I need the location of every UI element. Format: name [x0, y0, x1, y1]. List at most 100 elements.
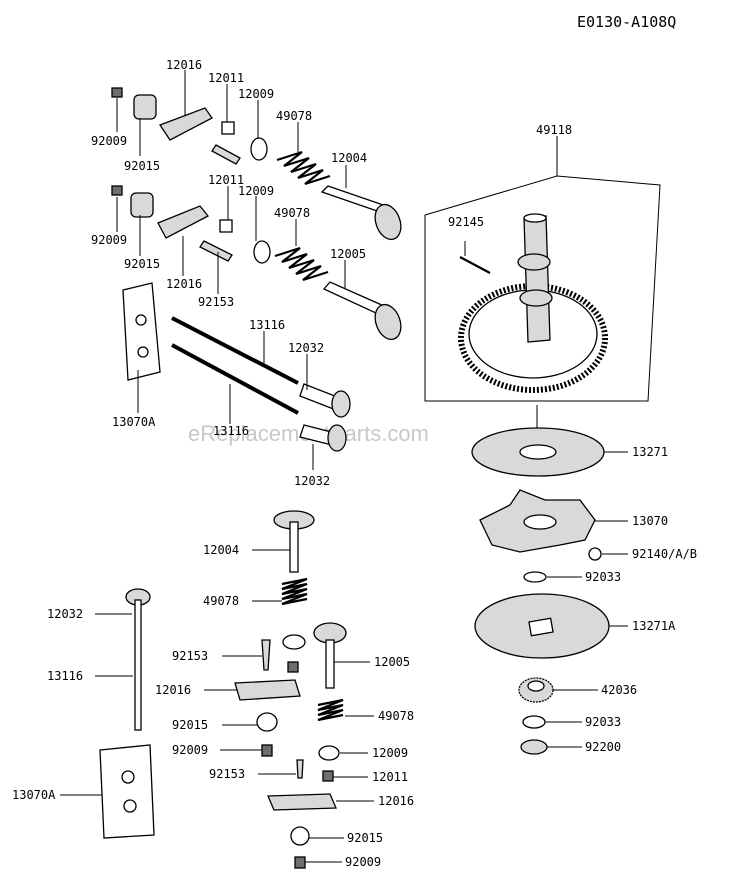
callout-92200: 92200: [585, 740, 621, 754]
callout-92009: 92009: [345, 855, 381, 869]
spring-49078-a: [276, 150, 331, 186]
ball-92140: [588, 547, 602, 561]
retainer-12009-d: [318, 745, 340, 761]
camshaft-group: [424, 136, 661, 440]
upper-leaders: [116, 70, 347, 470]
callout-12016: 12016: [166, 58, 202, 72]
plug-92009-b: [111, 185, 123, 196]
callout-12016: 12016: [155, 683, 191, 697]
ring-92033-a: [523, 571, 547, 583]
stud-92153-a: [211, 144, 241, 165]
callout-12009: 12009: [238, 184, 274, 198]
callout-92153: 92153: [172, 649, 208, 663]
plug-92009-c: [261, 744, 273, 757]
callout-92153: 92153: [209, 767, 245, 781]
cam-lobe: [517, 253, 551, 271]
callout-49078: 49078: [378, 709, 414, 723]
adjuster-92015-a: [133, 94, 157, 120]
callout-92009: 92009: [91, 134, 127, 148]
pin-92145: [459, 256, 491, 274]
callout-92153: 92153: [198, 295, 234, 309]
retainer-12009-b: [253, 240, 271, 264]
adjuster-92015-c: [256, 712, 278, 732]
camshaft-end: [523, 213, 547, 223]
push-rod-13116-c: [134, 599, 142, 731]
callout-12009: 12009: [238, 87, 274, 101]
adjuster-92015-d: [290, 826, 310, 846]
callout-49078: 49078: [276, 109, 312, 123]
callout-42036: 42036: [601, 683, 637, 697]
valve-head-12005: [374, 303, 402, 341]
cap-12011-a: [221, 121, 235, 135]
plate-hole: [519, 444, 557, 460]
bracket-13070A-b: [99, 744, 155, 839]
callout-13070A: 13070A: [12, 788, 56, 802]
retainer-12009-c: [282, 634, 306, 650]
bracket-hole: [121, 770, 135, 784]
callout-12005: 12005: [330, 247, 366, 261]
lower-valve-train: [99, 510, 347, 869]
callout-92015: 92015: [172, 718, 208, 732]
callout-13116: 13116: [47, 669, 83, 683]
callout-92015: 92015: [124, 257, 160, 271]
rocker-12016-a: [159, 107, 213, 141]
governor-hub: [523, 514, 557, 530]
callout-13116: 13116: [249, 318, 285, 332]
push-rod-13116-a: [171, 316, 299, 385]
cam-lobe: [519, 289, 553, 307]
bracket-hole: [135, 314, 147, 326]
callout-92009: 92009: [91, 233, 127, 247]
cap-12011-c: [287, 661, 299, 673]
callout-12032: 12032: [294, 474, 330, 488]
push-rod-13116-b: [171, 343, 299, 415]
callout-49078: 49078: [274, 206, 310, 220]
callout-49078: 49078: [203, 594, 239, 608]
diagram-code: E0130-A108Q: [577, 13, 676, 31]
callout-12009: 12009: [372, 746, 408, 760]
callout-92009: 92009: [172, 743, 208, 757]
callout-13116: 13116: [213, 424, 249, 438]
callout-12032: 12032: [47, 607, 83, 621]
spring-49078-d: [317, 698, 344, 722]
washer-92200: [520, 739, 548, 755]
callout-12005: 12005: [374, 655, 410, 669]
callout-12016: 12016: [166, 277, 202, 291]
tappet-head-12032-a: [331, 390, 351, 418]
callout-92033: 92033: [585, 715, 621, 729]
plate-slot: [528, 617, 554, 637]
callout-13271: 13271: [632, 445, 668, 459]
callout-13070A: 13070A: [112, 415, 156, 429]
valve-stem-12004: [320, 185, 388, 213]
camshaft-49118: [523, 215, 551, 343]
valve-stem-12005: [322, 281, 386, 315]
callout-13271A: 13271A: [632, 619, 676, 633]
plug-92009-d: [294, 856, 306, 869]
upper-valve-train: [111, 87, 402, 452]
rocker-12016-b: [157, 205, 210, 239]
valve-stem-12004-b: [289, 521, 299, 573]
rocker-12016-d: [267, 793, 337, 811]
stud-92153-b: [199, 240, 233, 262]
callout-92033: 92033: [585, 570, 621, 584]
tappet-head-12032-b: [327, 424, 347, 452]
callout-13070: 13070: [632, 514, 668, 528]
cap-12011-b: [219, 219, 233, 233]
gear-bore: [527, 680, 545, 692]
callout-92015: 92015: [347, 831, 383, 845]
callout-12016: 12016: [378, 794, 414, 808]
callout-92015: 92015: [124, 159, 160, 173]
spring-49078-c: [281, 577, 308, 606]
stud-92153-c: [296, 759, 304, 779]
bracket-hole: [123, 799, 137, 813]
callout-12011: 12011: [208, 71, 244, 85]
ring-92033-b: [522, 715, 546, 729]
callout-12011: 12011: [208, 173, 244, 187]
bracket-13070A-a: [122, 282, 161, 381]
callout-labels: 12016 12011 12009 49078 92009 92015 1200…: [12, 58, 697, 869]
valve-stem-12005-b: [325, 639, 335, 689]
callout-12004: 12004: [203, 543, 239, 557]
spring-49078-b: [274, 246, 329, 282]
callout-49118: 49118: [536, 123, 572, 137]
callout-12011: 12011: [372, 770, 408, 784]
